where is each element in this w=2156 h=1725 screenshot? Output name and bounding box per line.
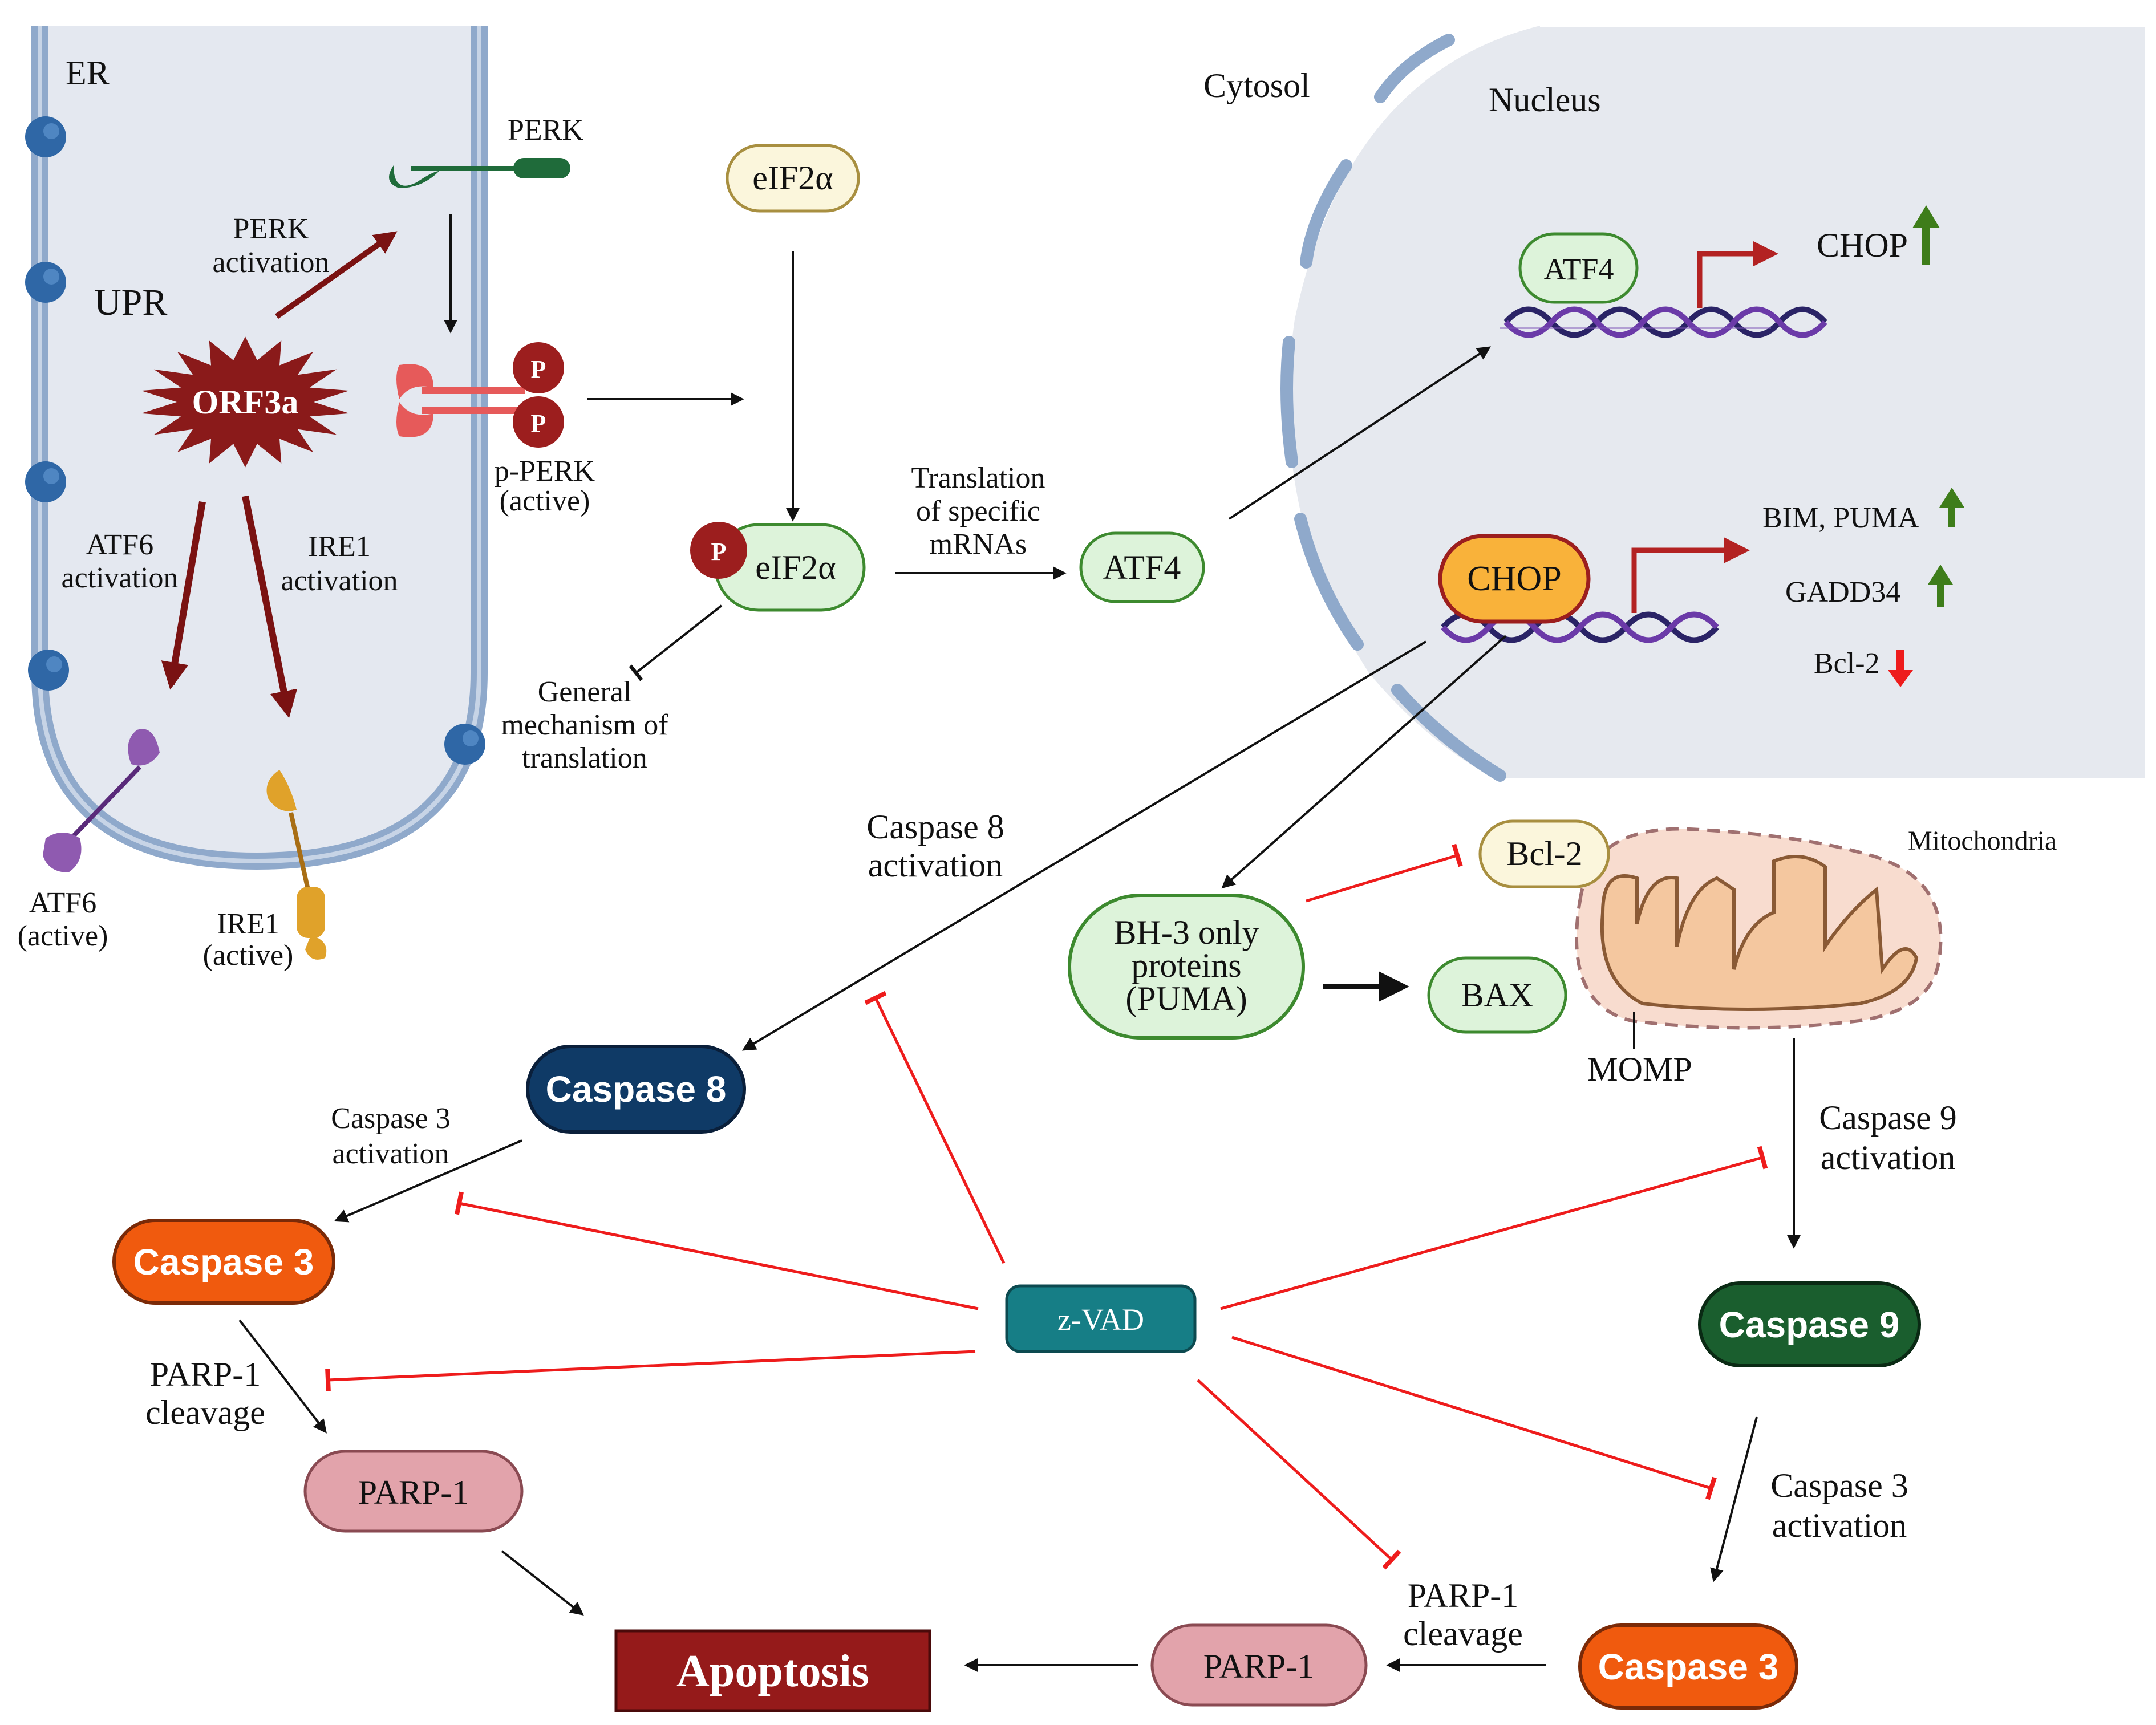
parp1-left-node: PARP-1: [303, 1450, 524, 1533]
chop-target-label: CHOP: [1817, 226, 1908, 264]
perk-activation-line1: PERK: [233, 213, 309, 245]
atf4-nucleus-node: ATF4: [1518, 232, 1639, 304]
parp1-label: PARP-1: [1203, 1647, 1315, 1685]
arrows-layer: [161, 205, 1964, 1672]
caspase9-label: Caspase 9: [1719, 1304, 1900, 1345]
caspase3-right-node: Caspase 3: [1578, 1623, 1798, 1710]
parp-cleavage-right-line1: PARP-1: [1408, 1577, 1519, 1614]
bcl2-mito-node: Bcl-2: [1478, 819, 1610, 888]
general-mechanism-line1: General: [538, 676, 632, 708]
parp-cleavage-right-line2: cleavage: [1403, 1615, 1523, 1653]
translation-line3: mRNAs: [930, 528, 1027, 561]
ire1-activation-line1: IRE1: [308, 530, 371, 563]
caspase3-left-node: Caspase 3: [112, 1219, 335, 1305]
gadd34-label: GADD34: [1785, 576, 1900, 608]
p-perk-line1: p-PERK: [495, 455, 595, 488]
ire1-activation-line2: activation: [281, 565, 398, 597]
p-perk-dimer-icon: P P: [396, 342, 564, 448]
ribosome-icon: [25, 116, 485, 765]
atf6-receptor-icon: [43, 729, 160, 872]
bax-node: BAX: [1427, 956, 1567, 1034]
caspase8-label: Caspase 8: [546, 1069, 727, 1110]
caspase3-activation-left-line2: activation: [332, 1138, 449, 1170]
caspase3-activation-left-line1: Caspase 3: [331, 1102, 450, 1135]
momp-label: MOMP: [1587, 1050, 1692, 1088]
arrow-up-icon: [1939, 488, 1964, 527]
bh3-node: BH-3 only proteins (PUMA): [1068, 894, 1305, 1040]
ire1-receptor-icon: [266, 770, 327, 960]
caspase9-activation-line1: Caspase 9: [1819, 1099, 1957, 1137]
apoptosis-label: Apoptosis: [676, 1646, 869, 1696]
caspase3-label: Caspase 3: [1598, 1646, 1779, 1687]
atf6-activation-line1: ATF6: [86, 529, 153, 561]
atf4-cytosol-node: ATF4: [1079, 531, 1205, 603]
er-label: ER: [66, 54, 110, 92]
upr-label: UPR: [94, 282, 167, 323]
arrow-down-icon: [1888, 650, 1913, 687]
caspase9-activation-line2: activation: [1821, 1139, 1956, 1176]
ire1-active-line2: (active): [203, 939, 294, 972]
labels-layer: ER UPR Cytosol Nucleus Mitochondria PERK…: [18, 54, 2057, 1653]
nucleus-label: Nucleus: [1489, 81, 1601, 119]
cytosol-label: Cytosol: [1203, 67, 1310, 104]
eif2a-node: eIF2α: [726, 144, 860, 213]
caspase8-activation-line2: activation: [868, 846, 1003, 884]
bim-puma-label: BIM, PUMA: [1762, 502, 1919, 534]
general-mechanism-line2: mechanism of: [501, 709, 668, 741]
chop-label: CHOP: [1467, 559, 1561, 598]
caspase3-activation-right-line1: Caspase 3: [1770, 1467, 1908, 1504]
ire1-active-line1: IRE1: [217, 908, 279, 940]
phospho-label: P: [531, 409, 546, 437]
parp1-label: PARP-1: [358, 1474, 469, 1511]
perk-receptor-icon: [389, 158, 570, 188]
perk-label: PERK: [508, 114, 583, 147]
atf6-active-line2: (active): [18, 920, 108, 952]
p-eif2a-label: eIF2α: [755, 549, 836, 586]
phospho-label: P: [711, 538, 727, 566]
atf6-activation-line2: activation: [61, 562, 178, 594]
bh3-line3: (PUMA): [1125, 980, 1247, 1017]
dna-helix-icon: [1441, 611, 1719, 643]
atf6-active-line1: ATF6: [29, 887, 96, 919]
mitochondria-icon: [1575, 827, 1943, 1030]
bh3-line1: BH-3 only: [1114, 914, 1259, 951]
caspase8-node: Caspase 8: [526, 1045, 746, 1134]
translation-line1: Translation: [911, 462, 1045, 494]
arrow-up-icon: [1912, 205, 1940, 265]
caspase9-node: Caspase 9: [1698, 1281, 1921, 1367]
dna-helix-icon: [1500, 306, 1827, 338]
phospho-label: P: [531, 355, 546, 383]
general-mechanism-line3: translation: [522, 742, 647, 774]
eif2a-label: eIF2α: [752, 159, 833, 197]
atf4-label: ATF4: [1103, 549, 1181, 586]
orf3a-label: ORF3a: [192, 383, 299, 421]
atf4-label: ATF4: [1543, 252, 1614, 286]
chop-node: CHOP: [1438, 534, 1591, 624]
zvad-node: z-VAD: [1005, 1284, 1197, 1353]
bcl2-nucleus-label: Bcl-2: [1814, 647, 1880, 680]
parp-cleavage-left-line1: PARP-1: [150, 1355, 261, 1393]
p-perk-line2: (active): [500, 485, 590, 517]
orf3a-virus-icon: ORF3a: [141, 336, 350, 468]
arrow-up-icon: [1928, 565, 1953, 607]
translation-line2: of specific: [916, 495, 1040, 527]
p-eif2a-node: eIF2α P: [690, 522, 866, 612]
bcl2-label: Bcl-2: [1506, 835, 1582, 872]
nucleus-region: [1280, 25, 2145, 782]
bax-label: BAX: [1461, 976, 1534, 1014]
parp1-right-node: PARP-1: [1150, 1623, 1368, 1707]
perk-activation-line2: activation: [212, 246, 329, 279]
caspase3-label: Caspase 3: [133, 1241, 314, 1282]
bh3-line2: proteins: [1131, 947, 1241, 984]
apoptosis-node: Apoptosis: [614, 1629, 931, 1712]
caspase8-activation-line1: Caspase 8: [866, 808, 1004, 846]
zvad-label: z-VAD: [1057, 1302, 1144, 1337]
mitochondria-label: Mitochondria: [1908, 826, 2057, 856]
caspase3-activation-right-line2: activation: [1772, 1507, 1907, 1544]
parp-cleavage-left-line2: cleavage: [145, 1394, 265, 1431]
